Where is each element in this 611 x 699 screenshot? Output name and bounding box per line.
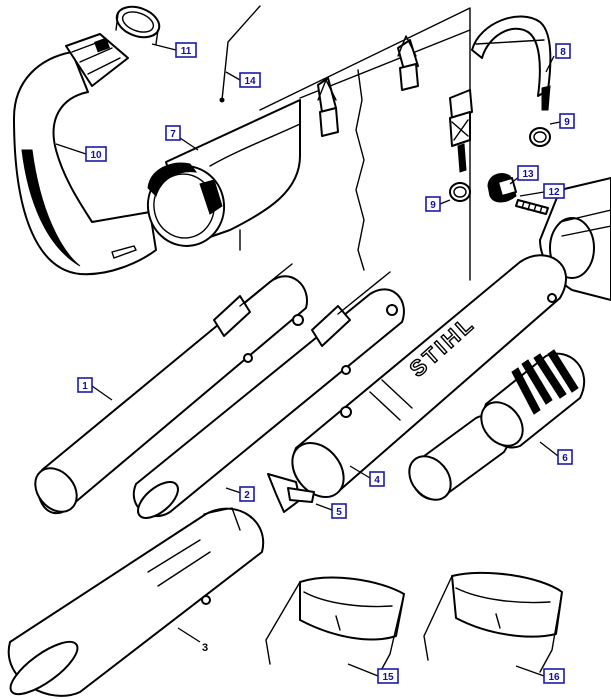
callout-4: 4 xyxy=(369,471,385,487)
callout-3: 3 xyxy=(202,642,208,654)
callout-7: 7 xyxy=(165,125,181,141)
part-washer-upper xyxy=(529,127,551,147)
callout-8: 8 xyxy=(555,43,571,59)
part-rod xyxy=(219,5,261,103)
callout-label: 9 xyxy=(430,200,436,211)
callout-6: 6 xyxy=(557,449,573,465)
part-shoulder-strap xyxy=(449,15,552,173)
part-wide-nozzle xyxy=(7,507,265,697)
callout-label: 11 xyxy=(181,46,192,57)
callout-label: 10 xyxy=(90,150,102,161)
callout-label: 1 xyxy=(82,381,88,392)
callout-label: 9 xyxy=(564,117,570,128)
callout-label: 8 xyxy=(560,47,566,58)
callout-label: 5 xyxy=(336,507,342,518)
part-ring-11 xyxy=(115,5,161,45)
callout-9-lower: 9 xyxy=(425,196,441,212)
callout-label: 6 xyxy=(562,453,568,464)
callout-14: 14 xyxy=(239,72,261,88)
part-small-connector xyxy=(267,473,315,513)
part-tube-flat xyxy=(132,271,405,519)
callout-label: 2 xyxy=(244,490,250,501)
callout-5: 5 xyxy=(331,503,347,519)
callout-12: 12 xyxy=(543,183,565,199)
callout-16: 16 xyxy=(543,668,565,684)
callout-9-upper: 9 xyxy=(559,113,575,129)
callout-label: 7 xyxy=(170,129,176,140)
callout-1: 1 xyxy=(77,377,93,393)
callout-label: 3 xyxy=(202,642,208,654)
callouts: 1 2 3 4 5 6 7 8 9 xyxy=(77,42,575,684)
part-elbow-tube xyxy=(13,33,157,276)
part-screw xyxy=(515,199,549,215)
part-tube-branded: STIHL xyxy=(291,254,567,498)
callout-label: 16 xyxy=(548,672,560,683)
part-knob xyxy=(487,173,517,203)
part-washer-lower xyxy=(449,182,471,202)
callout-label: 14 xyxy=(244,76,256,87)
callout-label: 13 xyxy=(522,169,534,180)
part-safety-glasses-left xyxy=(265,576,405,677)
part-grooved-collar xyxy=(480,349,586,449)
part-tube-clamp xyxy=(146,99,301,247)
callout-10: 10 xyxy=(85,146,107,162)
part-tube-round xyxy=(34,263,308,515)
leader-lines xyxy=(55,43,561,677)
callout-2: 2 xyxy=(239,486,255,502)
callout-11: 11 xyxy=(175,42,197,58)
part-safety-glasses-right xyxy=(423,571,563,673)
callout-label: 12 xyxy=(548,187,560,198)
callout-label: 4 xyxy=(374,475,380,486)
callout-15: 15 xyxy=(377,668,399,684)
part-short-tube xyxy=(408,414,511,501)
callout-label: 15 xyxy=(382,672,394,683)
callout-13: 13 xyxy=(517,165,539,181)
